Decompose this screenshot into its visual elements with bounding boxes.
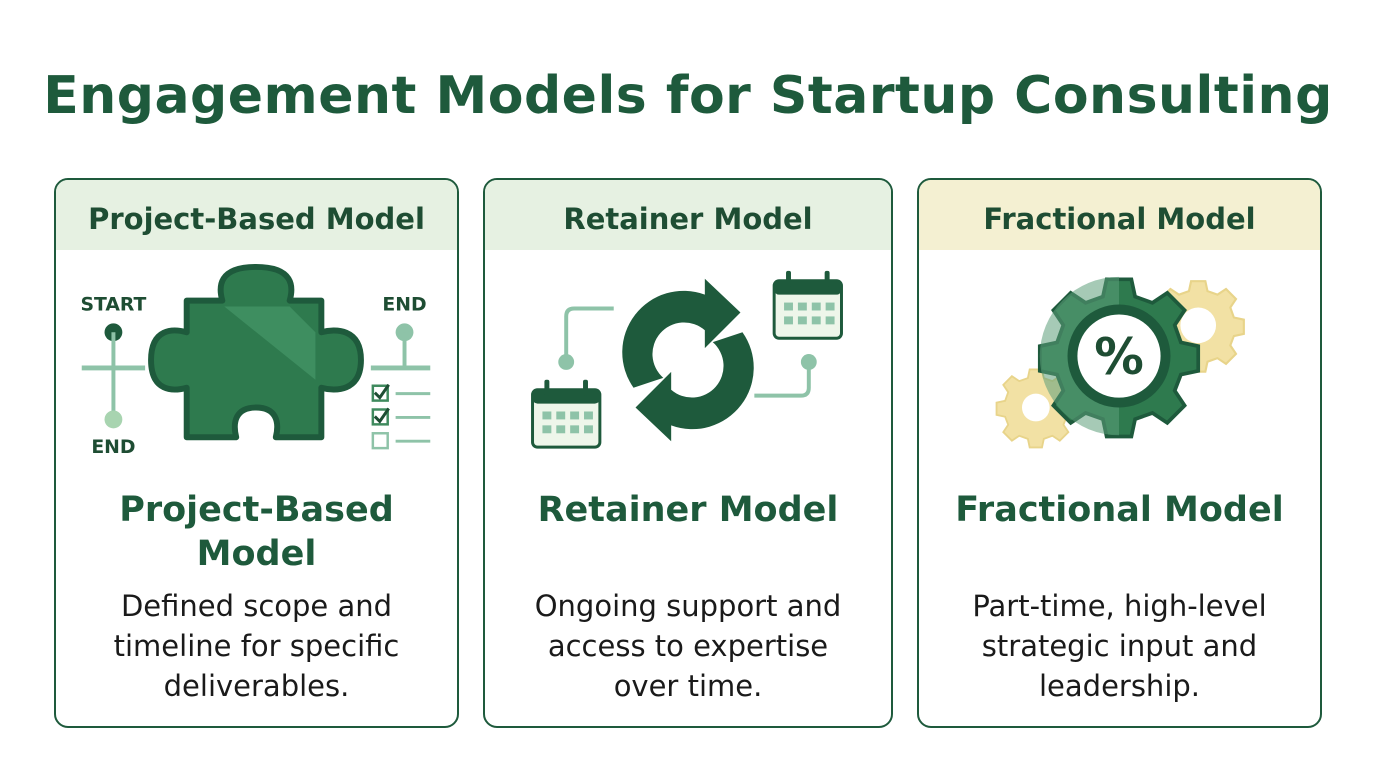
card-header: Retainer Model	[485, 180, 891, 250]
checklist-icon: END	[370, 294, 431, 450]
card-desc-line: Defined scope and	[120, 589, 393, 623]
card-desc-line: leadership.	[1038, 669, 1200, 703]
card-title: Project-Based Model	[56, 488, 457, 576]
card-desc-line: strategic input and	[981, 629, 1258, 663]
percent-gear-icon: %	[1037, 276, 1201, 439]
card-title: Fractional Model	[919, 488, 1320, 532]
card-desc-line: Ongoing support and	[534, 589, 842, 623]
card-project-based: Project-Based Model START END END	[54, 178, 459, 728]
card-title: Retainer Model	[485, 488, 891, 532]
gear-icon	[995, 368, 1077, 449]
card-desc-line: Part-time, high-level	[972, 589, 1267, 623]
card-desc-line: access to expertise	[547, 629, 829, 663]
page-title: Engagement Models for Startup Consulting	[43, 66, 1333, 126]
card-title-line: Project-Based	[119, 490, 394, 530]
card-header: Project-Based Model	[56, 180, 457, 250]
card-header: Fractional Model	[919, 180, 1320, 250]
timeline-icon: START END	[80, 294, 146, 458]
percent-symbol: %	[1094, 328, 1144, 386]
card-retainer: Retainer Model	[483, 178, 893, 728]
calendar-icon	[531, 379, 602, 449]
fractional-illustration: %	[995, 276, 1245, 449]
card-description: Part-time, high-level strategic input an…	[919, 586, 1320, 706]
card-description: Ongoing support and access to expertise …	[485, 586, 891, 706]
gear-icon	[1151, 280, 1245, 373]
puzzle-piece-icon	[148, 263, 364, 441]
project-illustration: START END END	[80, 263, 431, 458]
card-title-line: Retainer Model	[537, 490, 839, 530]
end-label-right: END	[382, 294, 426, 315]
retainer-illustration	[531, 270, 843, 449]
start-label: START	[80, 294, 146, 315]
end-label-bottom: END	[91, 437, 135, 458]
card-desc-line: over time.	[613, 669, 763, 703]
calendar-icon	[772, 270, 843, 340]
card-title-line: Model	[196, 534, 317, 574]
card-description: Defined scope and timeline for specific …	[56, 586, 457, 706]
card-desc-line: deliverables.	[163, 669, 350, 703]
card-desc-line: timeline for specific	[113, 629, 400, 663]
card-fractional: Fractional Model % Fractional Model Part…	[917, 178, 1322, 728]
cycle-arrows-icon	[622, 278, 754, 442]
card-title-line: Fractional Model	[955, 490, 1284, 530]
